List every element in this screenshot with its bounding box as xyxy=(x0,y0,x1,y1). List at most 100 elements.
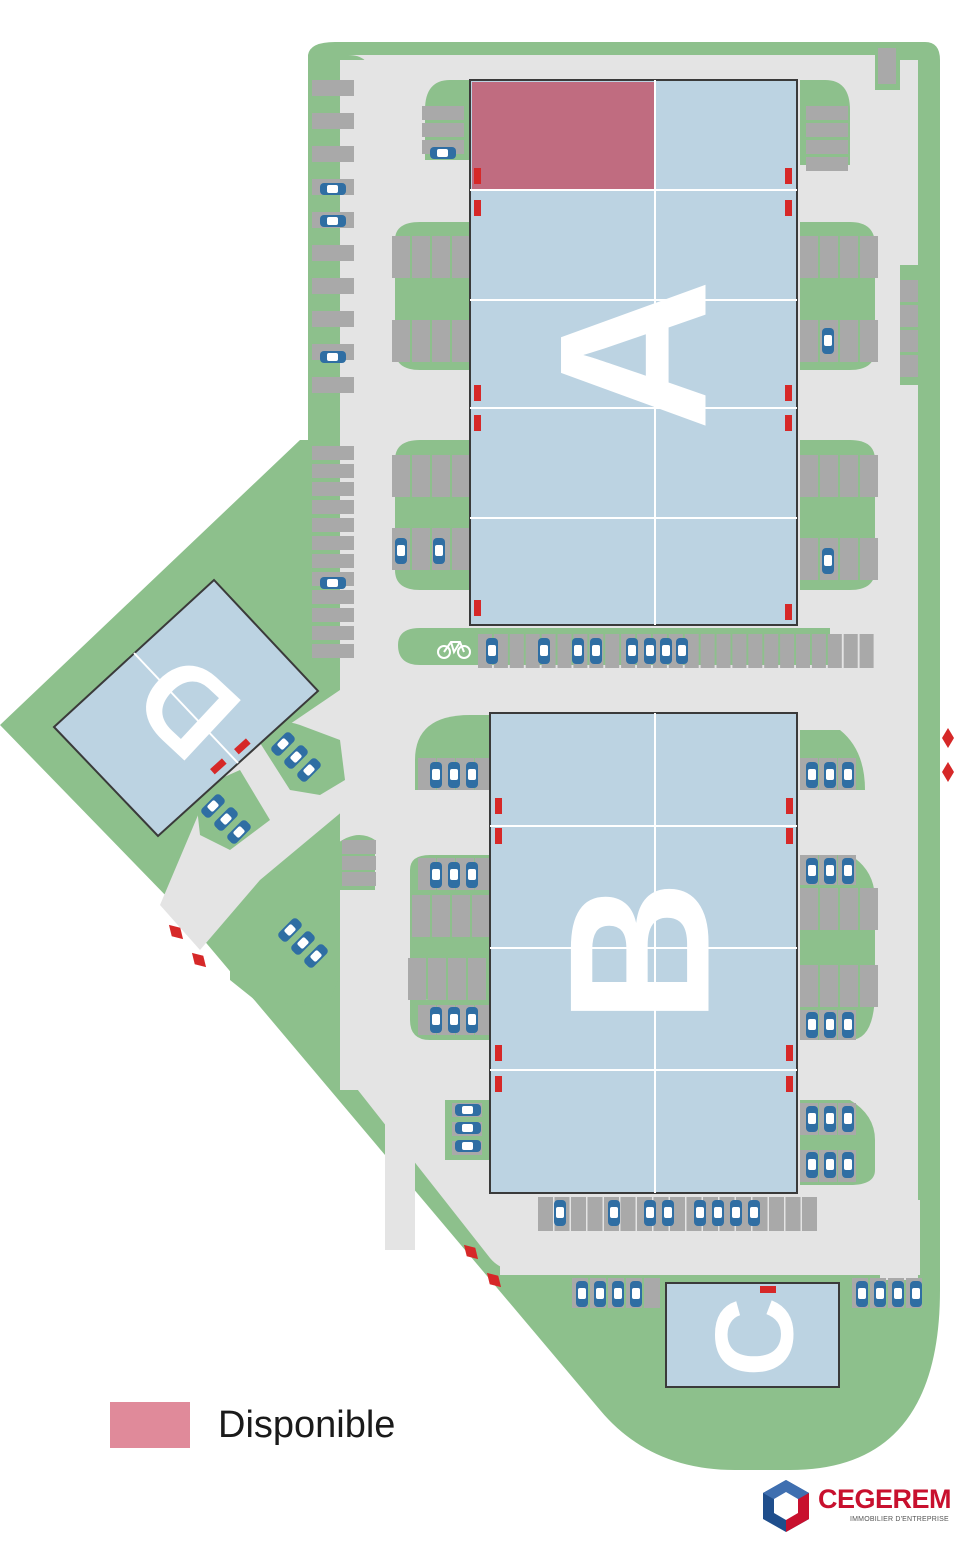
parking-stall xyxy=(860,888,878,930)
cegerem-logo: CEGEREM IMMOBILIER D'ENTREPRISE xyxy=(760,1476,955,1536)
parking-stall xyxy=(587,1197,603,1231)
parking-stall xyxy=(452,320,470,362)
logo-tagline: IMMOBILIER D'ENTREPRISE xyxy=(850,1516,949,1523)
car-icon xyxy=(466,862,478,888)
parking-stall xyxy=(684,634,699,668)
entrance-arrow-icon xyxy=(168,924,184,940)
parking-stall xyxy=(620,1197,636,1231)
car-icon xyxy=(712,1200,724,1226)
parking-stall xyxy=(448,958,466,1000)
car-icon xyxy=(842,762,854,788)
entrance-arrow-icon xyxy=(942,762,954,782)
loading-door xyxy=(786,1076,793,1092)
parking-stall xyxy=(312,608,354,622)
legend-available-label: Disponible xyxy=(218,1403,396,1446)
loading-doors xyxy=(210,168,793,1293)
parking-stall xyxy=(840,538,858,580)
car-icon xyxy=(644,638,656,664)
car-icon xyxy=(433,538,445,564)
car-icon xyxy=(824,858,836,884)
car-icon xyxy=(430,1007,442,1033)
unit-divider xyxy=(133,652,239,764)
parking-stall xyxy=(312,113,354,129)
car-icon xyxy=(594,1281,606,1307)
car-icon xyxy=(806,1012,818,1038)
building-d[interactable]: D xyxy=(52,578,320,838)
car-icon xyxy=(842,1012,854,1038)
car-icon xyxy=(320,215,346,227)
parking-stall xyxy=(312,146,354,162)
loading-door xyxy=(210,758,227,775)
parking-stall xyxy=(800,538,818,580)
car-icon xyxy=(278,918,302,942)
car-icon xyxy=(824,1152,836,1178)
parking-stall xyxy=(840,320,858,362)
car-icon xyxy=(320,351,346,363)
parking-stall xyxy=(525,634,540,668)
parked-cars xyxy=(201,147,922,1307)
parking-stall xyxy=(860,320,878,362)
parking-stall xyxy=(312,80,354,96)
building-c[interactable]: C xyxy=(665,1282,840,1388)
parking-stall xyxy=(800,455,818,497)
parking-stall xyxy=(509,634,524,668)
car-icon xyxy=(806,762,818,788)
parking-stall xyxy=(843,634,858,668)
parking-stall xyxy=(800,965,818,1007)
parking-stall xyxy=(800,320,818,362)
entrance-arrow-icon xyxy=(191,952,207,968)
car-icon xyxy=(576,1281,588,1307)
car-icon xyxy=(612,1281,624,1307)
parking-stall xyxy=(796,634,810,668)
car-icon xyxy=(466,762,478,788)
parking-stalls xyxy=(312,48,922,1308)
parking-stall xyxy=(820,236,838,278)
car-icon xyxy=(856,1281,868,1307)
parking-stall xyxy=(716,634,731,668)
parking-stall xyxy=(312,464,354,478)
parking-stall xyxy=(859,634,874,668)
loading-door xyxy=(234,738,251,755)
loading-door xyxy=(785,385,792,401)
building-letter-c: C xyxy=(694,1297,817,1376)
car-icon xyxy=(626,638,638,664)
parking-stall xyxy=(800,236,818,278)
car-icon xyxy=(806,858,818,884)
parking-stall xyxy=(432,895,450,937)
parking-stall xyxy=(557,634,572,668)
parking-stall xyxy=(408,958,426,1000)
loading-door xyxy=(495,1076,502,1092)
car-icon xyxy=(320,183,346,195)
parking-stall xyxy=(312,500,354,514)
parking-stall xyxy=(432,236,450,278)
parking-stall xyxy=(428,958,446,1000)
loading-door xyxy=(786,828,793,844)
building-b[interactable]: B xyxy=(489,712,798,1194)
car-icon xyxy=(910,1281,922,1307)
parking-stall xyxy=(605,634,620,668)
parking-stall xyxy=(412,455,430,497)
loading-door xyxy=(785,168,792,184)
parking-stall xyxy=(312,245,354,261)
loading-door xyxy=(474,600,481,616)
parking-stall xyxy=(644,1278,660,1308)
parking-stall xyxy=(452,895,470,937)
parking-stall xyxy=(840,965,858,1007)
car-icon xyxy=(214,807,238,831)
parking-stall xyxy=(312,446,354,460)
car-icon xyxy=(455,1104,481,1116)
car-icon xyxy=(892,1281,904,1307)
loading-door xyxy=(474,385,481,401)
parking-stall xyxy=(860,455,878,497)
parking-stall xyxy=(538,1197,553,1231)
car-icon xyxy=(554,1200,566,1226)
car-icon xyxy=(822,328,834,354)
building-a[interactable]: A xyxy=(469,79,798,626)
car-icon xyxy=(538,638,550,664)
car-icon xyxy=(291,931,315,955)
parking-stall xyxy=(312,278,354,294)
building-footprint xyxy=(665,1282,840,1388)
loading-door xyxy=(760,1286,776,1293)
parking-stall xyxy=(392,236,410,278)
car-icon xyxy=(662,1200,674,1226)
